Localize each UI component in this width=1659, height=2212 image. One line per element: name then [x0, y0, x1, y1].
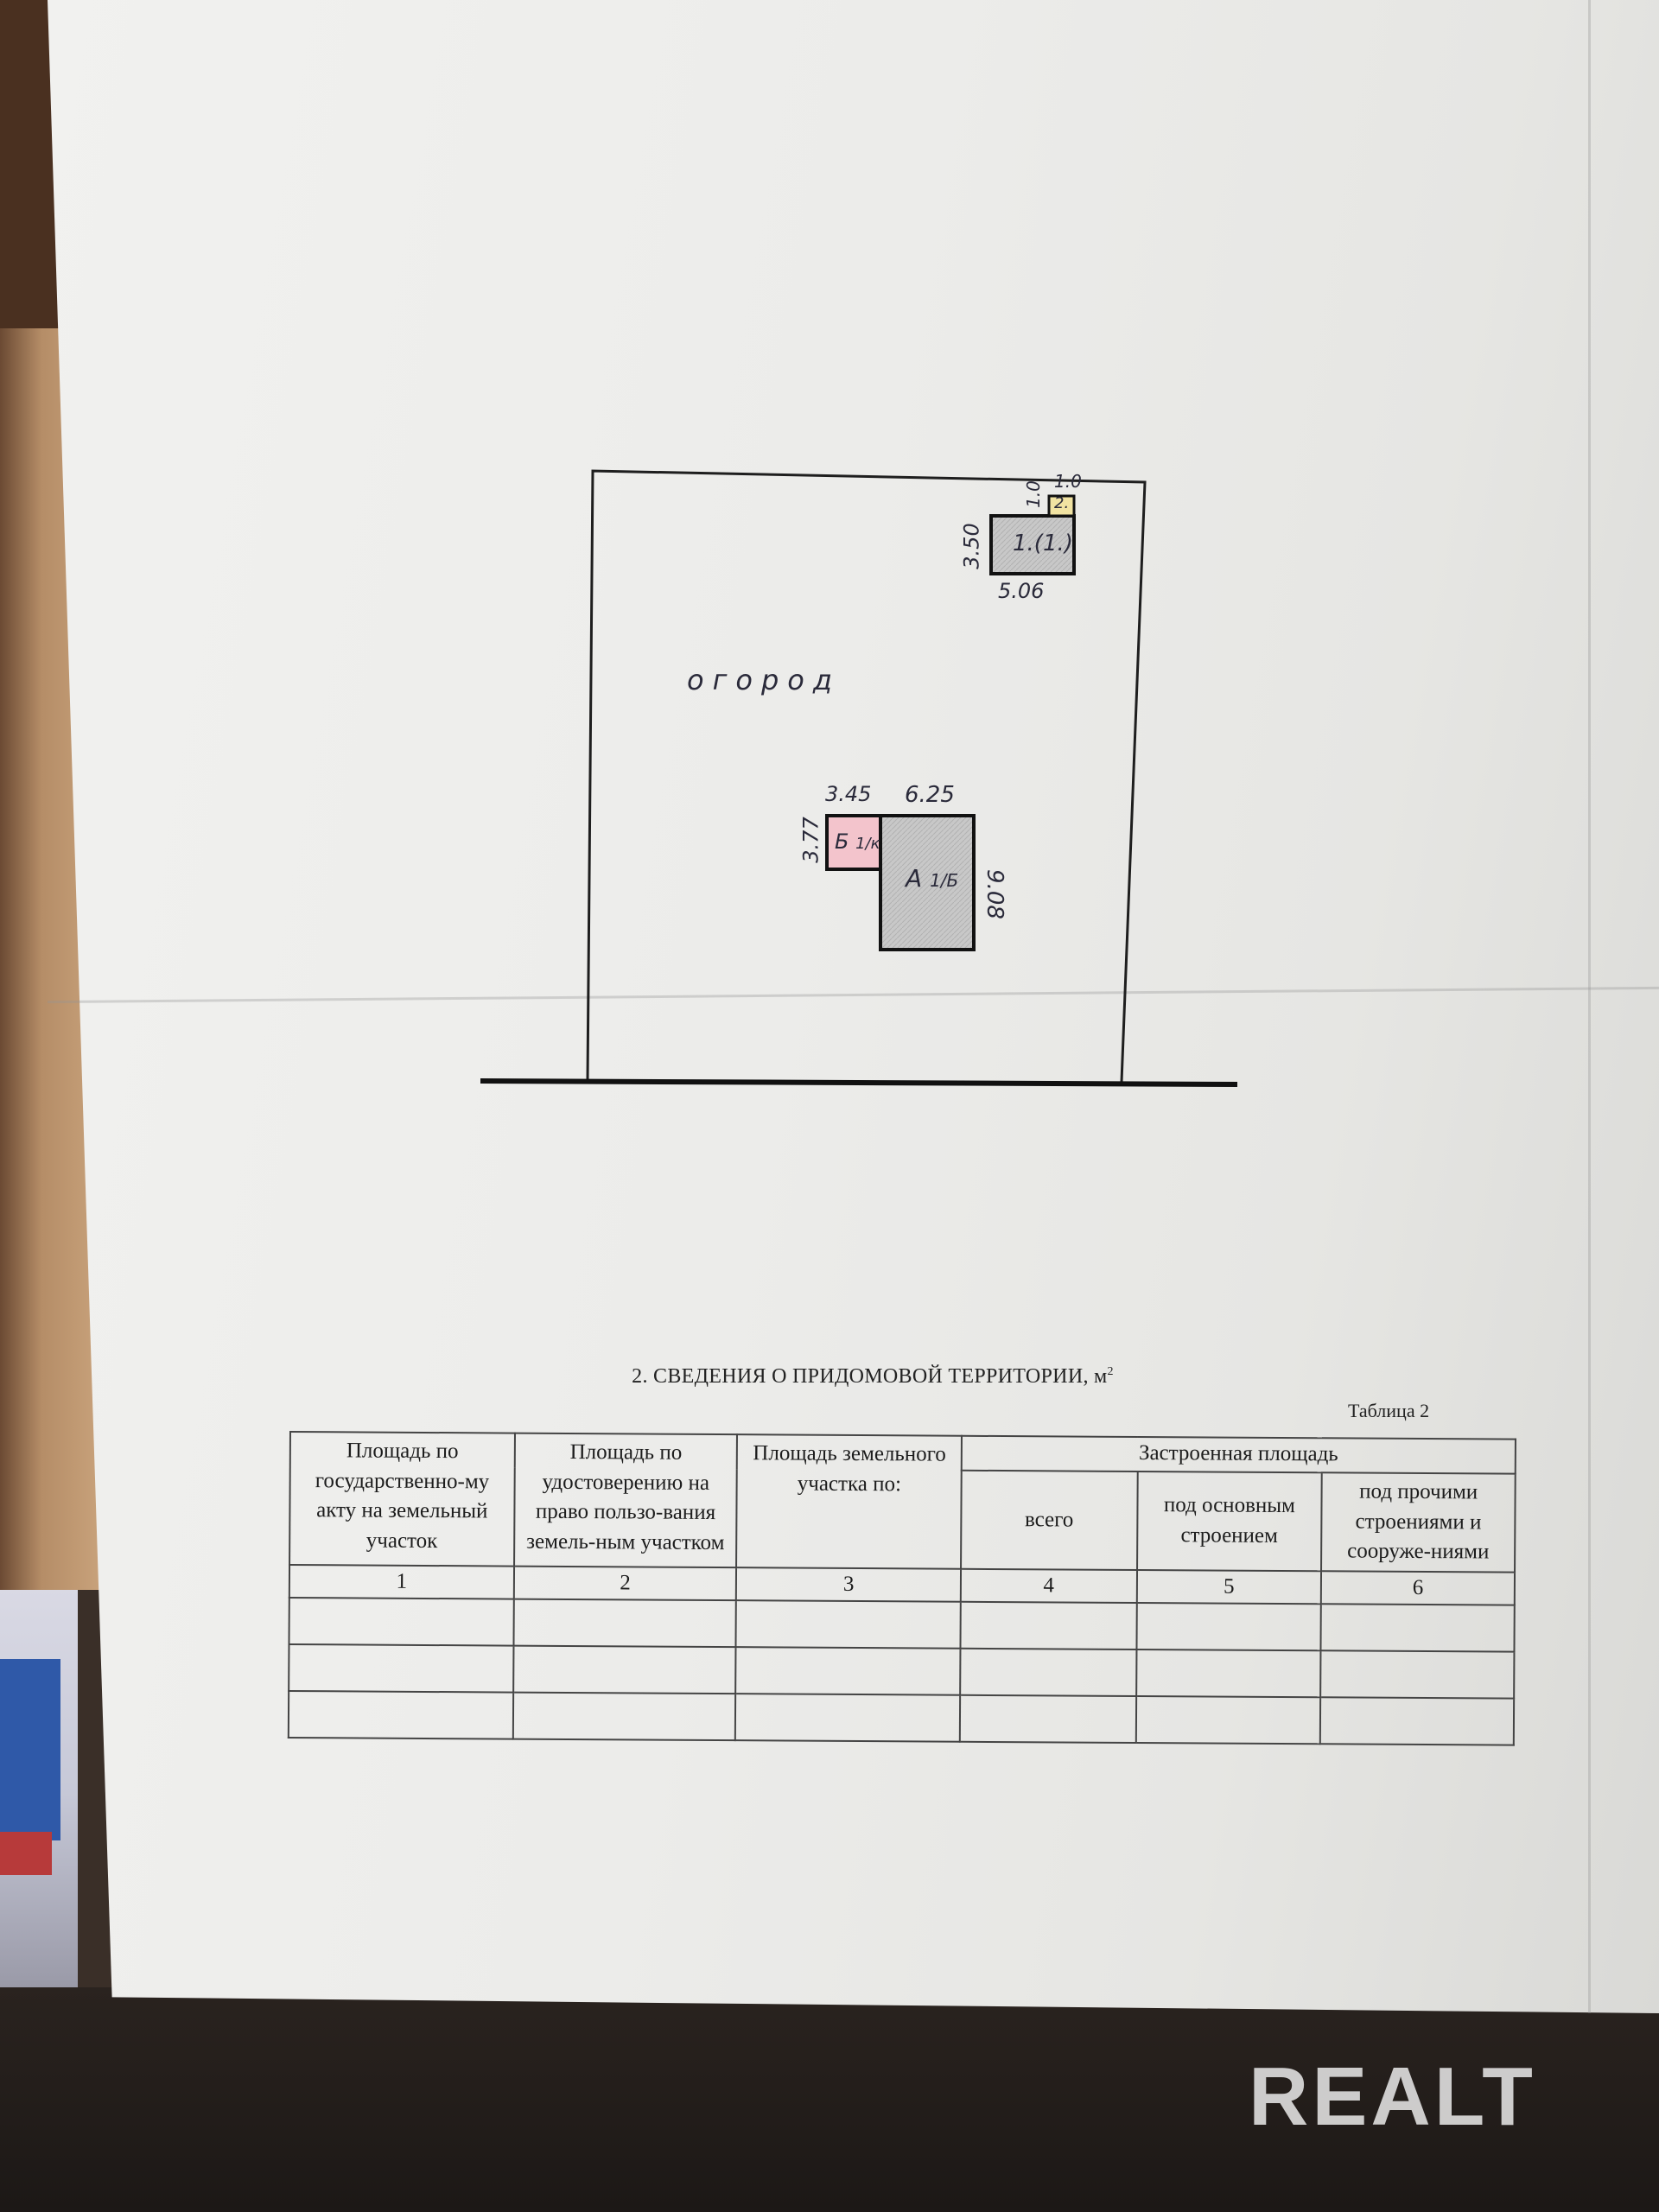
- table-cell: [1136, 1602, 1322, 1650]
- section-title-text: 2. СВЕДЕНИЯ О ПРИДОМОВОЙ ТЕРРИТОРИИ, м: [632, 1365, 1108, 1388]
- annex-fraction: 1/к: [855, 835, 880, 853]
- section-title-sup: 2: [1107, 1365, 1114, 1378]
- table-cell: [960, 1601, 1137, 1649]
- garden-label: огород: [687, 664, 841, 696]
- annex-height-dim: 3.77: [798, 817, 823, 863]
- small-building-2: [1047, 494, 1076, 518]
- table-cell: [1320, 1696, 1515, 1745]
- table-cell: [959, 1694, 1136, 1743]
- header-total: всего: [961, 1470, 1138, 1570]
- outbuilding-height-dim: 3.50: [959, 523, 984, 569]
- small-building-label: 2.: [1054, 494, 1070, 512]
- table-cell: [1135, 1649, 1321, 1697]
- col-number: 4: [960, 1568, 1137, 1603]
- paper-fold-vertical: [1588, 0, 1591, 2013]
- table-cell: [735, 1693, 961, 1742]
- table-cell: [289, 1643, 514, 1693]
- street-line: [480, 1078, 1238, 1087]
- background-bag-print: [0, 1659, 60, 1840]
- table-row: [289, 1597, 1515, 1652]
- site-plan: [480, 469, 1238, 1087]
- house-fraction: 1/Б: [930, 870, 959, 891]
- col-number: 5: [1136, 1569, 1322, 1604]
- outbuilding-1: [989, 514, 1076, 575]
- header-land-plot-area: Площадь земельного участка по:: [736, 1434, 963, 1569]
- house-width-dim: 6.25: [905, 782, 955, 808]
- table-cell: [512, 1692, 736, 1740]
- table-cell: [1320, 1649, 1515, 1699]
- table-cell: [735, 1646, 961, 1695]
- outbuilding-width-dim: 5.06: [998, 579, 1045, 603]
- house-a: [879, 814, 976, 951]
- background-floor: [0, 1987, 1659, 2212]
- table-row: [288, 1690, 1515, 1745]
- table-row: [289, 1643, 1515, 1699]
- background-bag-stripe: [0, 1832, 52, 1875]
- annex-letter: Б: [835, 830, 849, 854]
- outbuilding-label: 1.(1.): [1013, 531, 1073, 556]
- header-certificate-area: Площадь по удостоверению на право пользо…: [513, 1433, 738, 1567]
- table-cell: [288, 1690, 513, 1739]
- table-cell: [735, 1599, 961, 1649]
- small-building-dim-b: 1.0: [1054, 471, 1082, 492]
- paper-sheet: [48, 0, 1659, 2013]
- header-state-act-area: Площадь по государственно-му акту на зем…: [289, 1432, 515, 1567]
- col-number: 2: [513, 1566, 737, 1600]
- territory-table: Площадь по государственно-му акту на зем…: [288, 1431, 1516, 1745]
- house-height-dim: 9.08: [981, 869, 1007, 919]
- annex-width-dim: 3.45: [825, 782, 872, 806]
- table-header-row: Площадь по государственно-му акту на зем…: [289, 1432, 1516, 1569]
- house-letter: А: [906, 864, 923, 893]
- table-cell: [513, 1599, 737, 1647]
- table-cell: [1135, 1695, 1321, 1744]
- annex-b: [825, 814, 882, 871]
- col-number: 6: [1321, 1570, 1516, 1605]
- table-cell: [960, 1648, 1137, 1696]
- realt-watermark-logo: REALT: [1249, 2050, 1536, 2143]
- table-cell: [512, 1645, 736, 1694]
- table-cell: [289, 1597, 514, 1646]
- small-building-dim-a: 1.0: [1022, 480, 1044, 508]
- table-cell: [1320, 1603, 1515, 1652]
- header-main-building: под основным строением: [1136, 1471, 1322, 1571]
- plot-boundary: [586, 469, 1147, 1083]
- header-built-area: Застроенная площадь: [961, 1435, 1516, 1474]
- header-other-buildings: под прочими строениями и сооруже-ниями: [1321, 1472, 1516, 1573]
- annex-label: Б 1/к: [835, 830, 880, 854]
- col-number: 3: [736, 1567, 962, 1602]
- section-title: 2. СВЕДЕНИЯ О ПРИДОМОВОЙ ТЕРРИТОРИИ, м2: [570, 1365, 1175, 1389]
- col-number: 1: [289, 1564, 514, 1599]
- house-label: А 1/Б: [906, 864, 958, 893]
- table-caption: Таблица 2: [1348, 1400, 1430, 1421]
